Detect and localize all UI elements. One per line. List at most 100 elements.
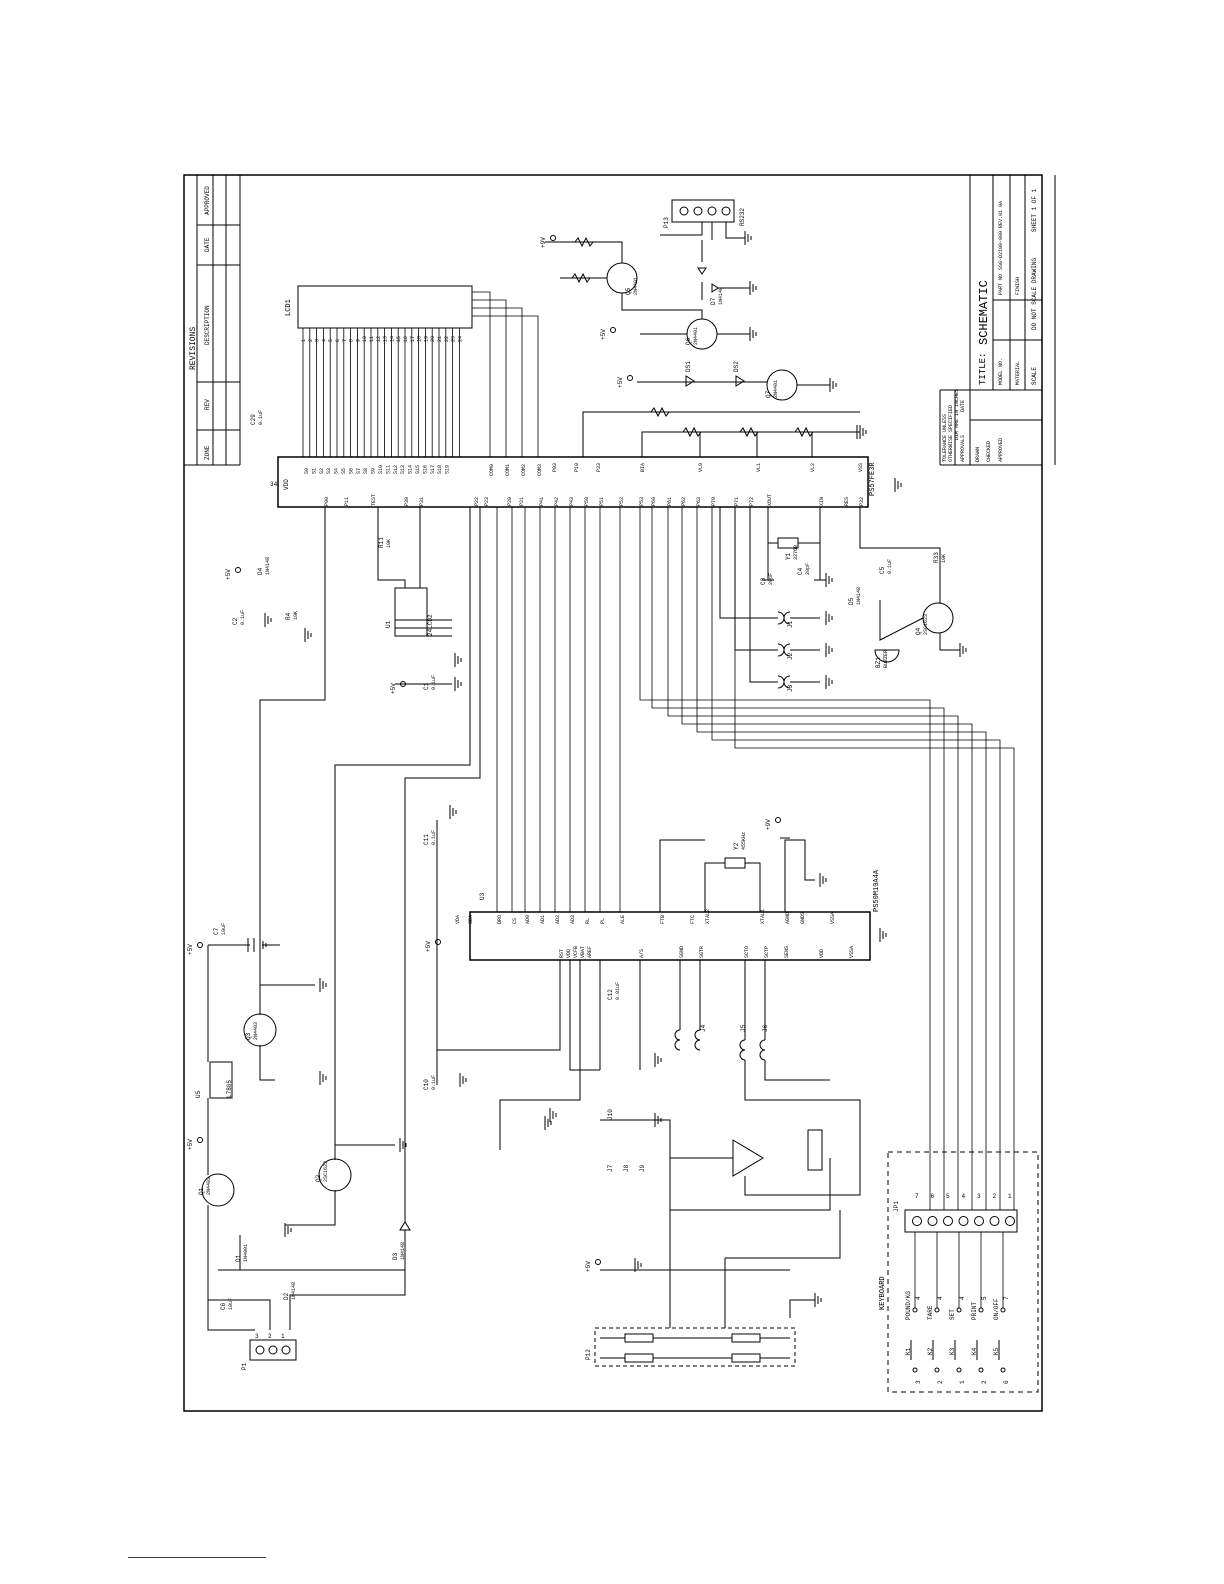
u2-seg-pin: S8: [363, 468, 369, 474]
component-ref: D5: [848, 597, 855, 605]
bus-wire-jp1: [639, 507, 931, 1210]
u2-seg-pin: S4: [334, 468, 340, 474]
lcd-pin-number: 19: [423, 336, 429, 342]
component-value: 1N4148: [718, 287, 724, 305]
component-ref: D4: [257, 567, 264, 575]
tb-part-label: PART NO: [998, 274, 1004, 295]
jumper-label: J2: [787, 652, 794, 660]
u3-top-pin: FTB: [660, 915, 666, 924]
u2-bottom-pin: P32: [859, 497, 865, 506]
component-ref: Y2: [733, 842, 740, 850]
lcd-pin-number: 18: [417, 336, 423, 342]
component-value: 10K: [941, 554, 947, 563]
u3-top-pin: AGND: [785, 912, 791, 924]
u2-bottom-pin: P31: [419, 497, 425, 506]
tb-title-label: TITLE:: [978, 353, 988, 385]
buzzer-stage: [859, 507, 960, 663]
power-flag-circle: [400, 681, 406, 687]
u2-seg-pin: S5: [341, 468, 347, 474]
u3-top-pin: AD3: [570, 915, 576, 924]
power-flag-label: +5V: [617, 377, 624, 388]
u3-top-pin: RL: [585, 918, 591, 924]
u2-bottom-pin: P70: [711, 497, 717, 506]
transistor-stage-top: [545, 221, 830, 401]
u2-bias-pin: VL0: [698, 463, 704, 472]
rev-description: DESCRIPTION: [204, 305, 211, 345]
u3-top-pin: AD1: [540, 915, 546, 924]
key-label: ON/OFF: [993, 1298, 1000, 1320]
u2-bottom-pin: P23: [484, 497, 490, 506]
component-value: 10uF: [228, 1298, 234, 1310]
jumper-label: J10: [607, 1109, 614, 1120]
tb-material-label: MATERIAL: [1015, 361, 1021, 385]
tb-no-scale: DO NOT SCALE DRAWING: [1031, 258, 1038, 330]
tb-checked: CHECKED: [986, 441, 992, 462]
u2-com-pin: COM3: [537, 464, 543, 476]
key-label: POUND/KG: [905, 1291, 912, 1320]
jumper-label: J4: [700, 1024, 707, 1032]
u3-top-pin: AD2: [555, 915, 561, 924]
u2-bottom-pin: P20: [507, 497, 513, 506]
p12-loadcell: P12: [585, 1258, 815, 1367]
u3-top-pin: FTC: [690, 915, 696, 924]
u2-seg-pin: S18: [437, 465, 443, 474]
u2-vdd: VDD: [283, 479, 290, 490]
p1-connector: P1 3 2 1: [241, 1333, 297, 1370]
u2-bottom-pin: P00: [324, 497, 330, 506]
u2-bottom-pin: P53: [639, 497, 645, 506]
component-value: 10K: [293, 611, 299, 620]
key-label: SET: [949, 1309, 956, 1320]
u2-bottom-pin: P11: [344, 497, 350, 506]
u2-seg-pin: S19: [445, 465, 451, 474]
key-contact: [1000, 1307, 1006, 1313]
component-ref: C10: [423, 1079, 430, 1090]
u2-bottom-pin: P62: [681, 497, 687, 506]
power-supply: U5 L7805: [195, 507, 481, 1331]
component-value: 32768: [793, 545, 799, 560]
crystal-y1: [762, 507, 826, 581]
jp1-pin: [989, 1216, 1000, 1226]
power-flag-label: +5V: [425, 941, 432, 952]
u2-bottom-pin: TEST: [371, 494, 377, 506]
component-value: 0.1uF: [240, 610, 246, 625]
component-ref: C4: [797, 567, 804, 575]
power-flag-label: +5V: [390, 683, 397, 694]
component-ref: C7: [213, 927, 220, 935]
jp1-pin-number: 6: [931, 1193, 935, 1200]
tb-finish-label: FINISH: [1015, 277, 1021, 295]
power-flag-circle: [235, 567, 241, 573]
power-flag-circle: [550, 235, 556, 241]
lcd-pin-number: 5: [328, 339, 334, 342]
component-value: 2N4403: [253, 1022, 259, 1040]
key-pin-a: 1: [959, 1380, 966, 1384]
component-ref: R4: [285, 612, 292, 620]
key-pin-b: 4: [959, 1296, 966, 1300]
power-flag-label: +5V: [585, 1261, 592, 1272]
lcd-pin-number: 2: [308, 339, 314, 342]
p1-pin-3: 3: [255, 1333, 259, 1340]
component-value: 0.01uF: [615, 982, 621, 1000]
lcd-pin-number: 10: [362, 336, 368, 342]
component-ref: Q7: [765, 390, 772, 398]
u2-seg-pin: S15: [415, 465, 421, 474]
component-value: 0.1uF: [887, 559, 893, 574]
component-ref: BZ1: [875, 657, 882, 668]
u3-bottom-pin: VDD: [819, 949, 825, 958]
key-pin-a: 2: [937, 1380, 944, 1384]
u2-vdd-pin: 34: [270, 481, 278, 488]
key-ref: K5: [993, 1347, 1000, 1355]
keyboard-title: KEYBOARD: [879, 1276, 887, 1310]
u2-bottom-pin: P21: [519, 497, 525, 506]
lcd-com-line: [472, 315, 539, 457]
u3-top-pin: XTAL1: [760, 909, 766, 924]
component-ref: DS1: [685, 361, 692, 372]
lcd-pin-number: 24: [457, 336, 463, 342]
power-flag-label: +5V: [187, 1139, 194, 1150]
u2-bottom-pin: P41: [539, 497, 545, 506]
component-value: 10uF: [221, 923, 227, 935]
component-ref: Y1: [785, 552, 792, 560]
